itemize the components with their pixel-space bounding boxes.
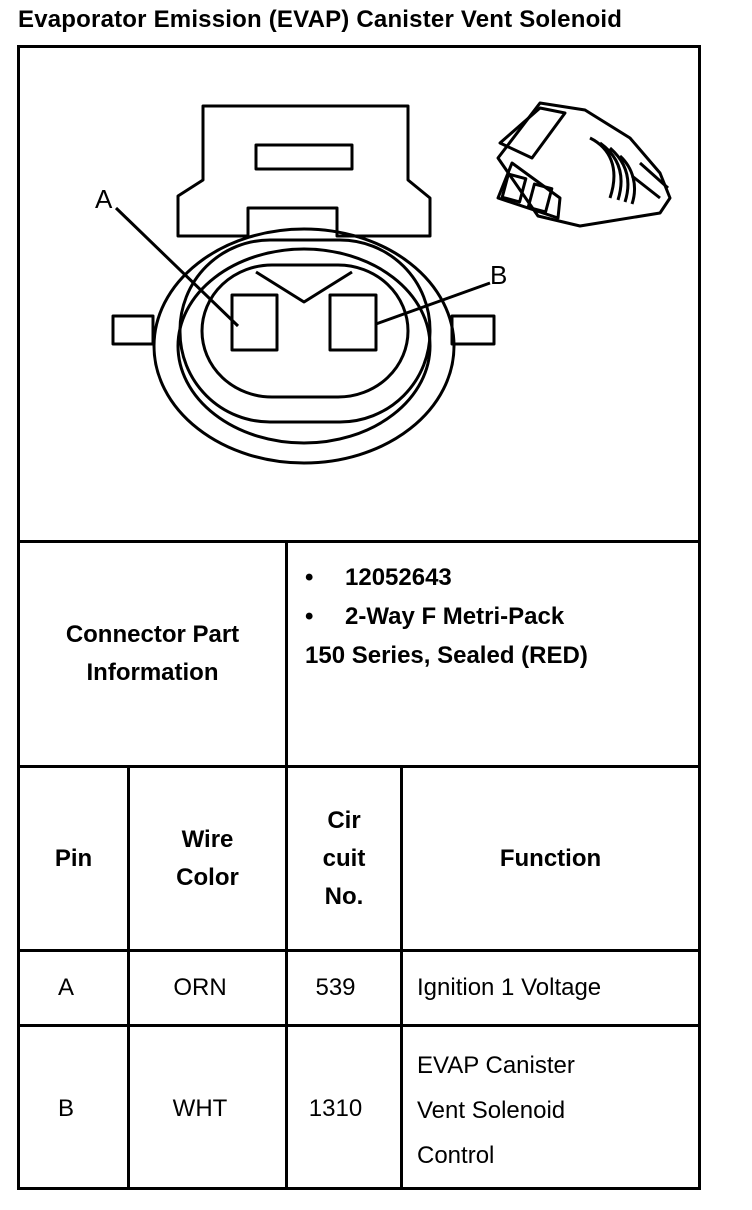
leader-line-b xyxy=(375,281,491,326)
left-tab xyxy=(111,314,155,346)
outer-shell xyxy=(152,227,456,465)
row-a-pin: A xyxy=(57,974,74,1001)
divider-col-3 xyxy=(400,765,403,1190)
seal-inner xyxy=(200,263,410,399)
pin-label-b: B xyxy=(490,260,507,290)
row-b-function: EVAP Canister Vent Solenoid Control xyxy=(417,1052,575,1169)
connector-part-label: Connector Part Information xyxy=(65,621,240,686)
header-circuit: Cir cuit No. xyxy=(322,806,366,910)
connector-type-row: • 2-Way F Metri-Pack xyxy=(305,597,695,636)
header-wire-color: Wire Color xyxy=(176,825,239,891)
header-function: Function xyxy=(499,844,602,872)
part-number: 12052643 xyxy=(345,564,452,591)
divider-row-a xyxy=(17,1024,701,1027)
row-b-pin: B xyxy=(57,1094,74,1122)
right-tab xyxy=(450,314,496,346)
row-a-circuit: 539 xyxy=(315,974,356,1001)
connector-series: 150 Series, Sealed (RED) xyxy=(305,642,588,669)
row-a-function: Ignition 1 Voltage xyxy=(417,974,602,1001)
connector-face-diagram: A B xyxy=(95,101,672,465)
page-title: Evaporator Emission (EVAP) Canister Vent… xyxy=(18,6,623,33)
cavity-b xyxy=(328,293,378,352)
part-number-row: • 12052643 xyxy=(305,558,695,597)
header-pin: Pin xyxy=(54,844,93,872)
latch-window xyxy=(254,143,354,171)
connector-type: 2-Way F Metri-Pack xyxy=(345,603,565,630)
divider-col-2 xyxy=(285,765,288,1190)
connector-part-details: • 12052643 • 2-Way F Metri-Pack 150 Seri… xyxy=(305,558,695,675)
divider-diagram xyxy=(17,540,701,543)
seal-outer xyxy=(178,238,432,424)
divider-col-1 xyxy=(127,765,130,1190)
connector-3d-icon xyxy=(496,101,672,228)
row-b-wire-color: WHT xyxy=(172,1094,228,1122)
leader-line-a xyxy=(114,206,240,328)
row-a-wire-color: ORN xyxy=(173,974,227,1001)
pin-label-a: A xyxy=(95,184,113,214)
divider-part-col xyxy=(285,540,288,768)
bullet-icon: • xyxy=(305,603,314,630)
connector-table-frame xyxy=(17,45,701,1190)
keying-chevron xyxy=(255,270,353,304)
divider-header xyxy=(17,949,701,952)
bullet-icon: • xyxy=(305,564,314,591)
row-b-circuit: 1310 xyxy=(308,1094,363,1122)
cavity-a xyxy=(230,293,279,352)
latch-housing xyxy=(176,104,432,238)
divider-part-info xyxy=(17,765,701,768)
inner-shell xyxy=(176,247,432,445)
